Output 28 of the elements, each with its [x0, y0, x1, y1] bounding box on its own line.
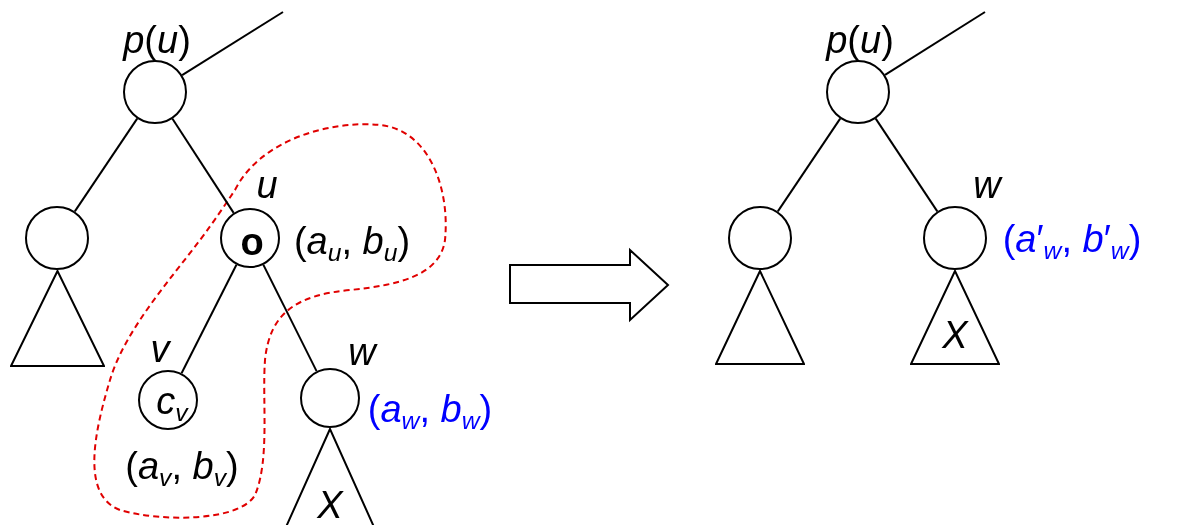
subtree-triangle [9, 270, 105, 367]
node-label: u [256, 166, 278, 204]
tree-edge [73, 117, 139, 213]
pair-label: (a$_{w}$, b$_{w}$) [367, 389, 493, 435]
pair-label: (a′$_{w}$, b′$_{w}$) [1002, 219, 1142, 265]
tree-edge [180, 263, 238, 375]
node-label: w [348, 333, 376, 371]
tree-edge [884, 11, 986, 76]
tree-edge [262, 263, 318, 373]
node-text: X [317, 486, 343, 524]
pair-label: (a$_{u}$, b$_{u}$) [293, 221, 411, 267]
tree-edge [776, 117, 842, 213]
node-label: v [150, 330, 170, 368]
node-text: o [240, 223, 264, 261]
tree-edge [181, 11, 284, 77]
tree-edge [171, 117, 235, 214]
node-label: p(u) [123, 21, 191, 59]
node-label: p(u) [826, 21, 894, 59]
pair-label: (a$_{v}$, b$_{v}$) [125, 446, 239, 492]
subtree-triangle [285, 428, 375, 525]
tree-node-circle [728, 206, 792, 270]
node-text: c$_{v}$ [156, 381, 188, 427]
node-label: w [973, 166, 1001, 204]
subtree-triangle [715, 270, 805, 365]
subtree-triangle [910, 270, 1000, 365]
tree-edge [874, 117, 939, 213]
tree-node-circle [25, 206, 89, 270]
node-text: X [942, 316, 968, 354]
